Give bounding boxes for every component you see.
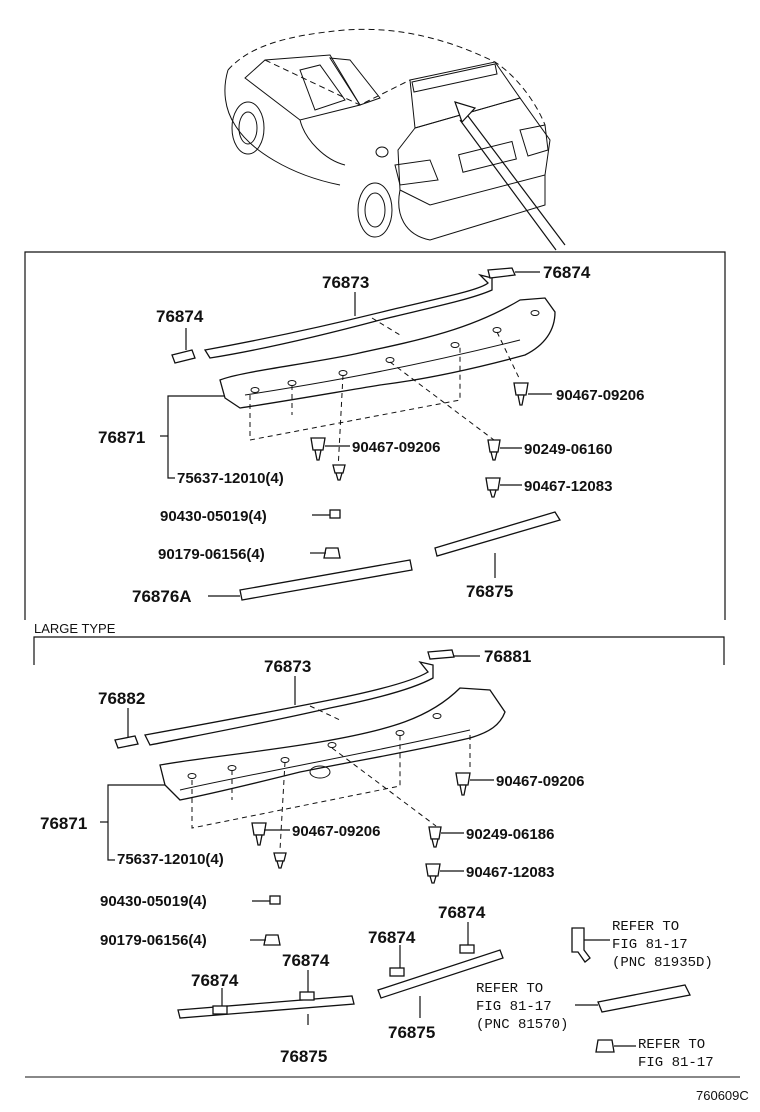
section1-parts — [160, 267, 562, 601]
label-76882: 76882 — [98, 689, 145, 708]
label-76875: 76875 — [466, 582, 513, 601]
label-76871: 76871 — [98, 428, 145, 447]
label-90467-12083: 90467-12083 — [466, 864, 554, 881]
ref-note-line: FIG 81-17 — [612, 937, 688, 953]
ref-note-line: FIG 81-17 — [476, 999, 552, 1015]
label-76873: 76873 — [264, 657, 311, 676]
label-76874: 76874 — [191, 971, 239, 990]
section2-frame — [33, 636, 725, 665]
label-76875: 76875 — [280, 1047, 327, 1066]
ref-note-line: REFER TO — [612, 919, 679, 935]
label-90430-05019: 90430-05019(4) — [100, 893, 207, 910]
label-76874: 76874 — [438, 903, 486, 922]
label-75637-12010: 75637-12010(4) — [177, 470, 284, 487]
label-76874: 76874 — [368, 928, 416, 947]
label-90467-09206: 90467-09206 — [556, 387, 644, 404]
ref-note-line: FIG 81-17 — [638, 1055, 714, 1071]
label-90467-12083: 90467-12083 — [524, 478, 612, 495]
label-76875: 76875 — [388, 1023, 435, 1042]
label-90249-06186: 90249-06186 — [466, 826, 554, 843]
label-75637-12010: 75637-12010(4) — [117, 851, 224, 868]
label-90467-09206: 90467-09206 — [352, 439, 440, 456]
figure-id: 760609C — [696, 1088, 749, 1103]
label-90179-06156: 90179-06156(4) — [100, 932, 207, 949]
ref-note-line: REFER TO — [476, 981, 543, 997]
ref-note-line: (PNC 81935D) — [612, 955, 713, 971]
label-76881: 76881 — [484, 647, 531, 666]
label-76874: 76874 — [156, 307, 204, 326]
large-type-heading: LARGE TYPE — [34, 621, 116, 636]
label-76873: 76873 — [322, 273, 369, 292]
label-90179-06156: 90179-06156(4) — [158, 546, 265, 563]
label-90467-09206: 90467-09206 — [496, 773, 584, 790]
ref-note-line: (PNC 81570) — [476, 1017, 568, 1033]
label-90430-05019: 90430-05019(4) — [160, 508, 267, 525]
label-90467-09206: 90467-09206 — [292, 823, 380, 840]
label-76876A: 76876A — [132, 587, 192, 606]
label-76871: 76871 — [40, 814, 87, 833]
section1-frame — [24, 251, 726, 620]
section2-parts — [100, 649, 691, 1053]
label-76874: 76874 — [543, 263, 591, 282]
label-90249-06160: 90249-06160 — [524, 441, 612, 458]
label-76874: 76874 — [282, 951, 330, 970]
ref-note-line: REFER TO — [638, 1037, 705, 1053]
vehicle-illustration — [224, 28, 566, 251]
